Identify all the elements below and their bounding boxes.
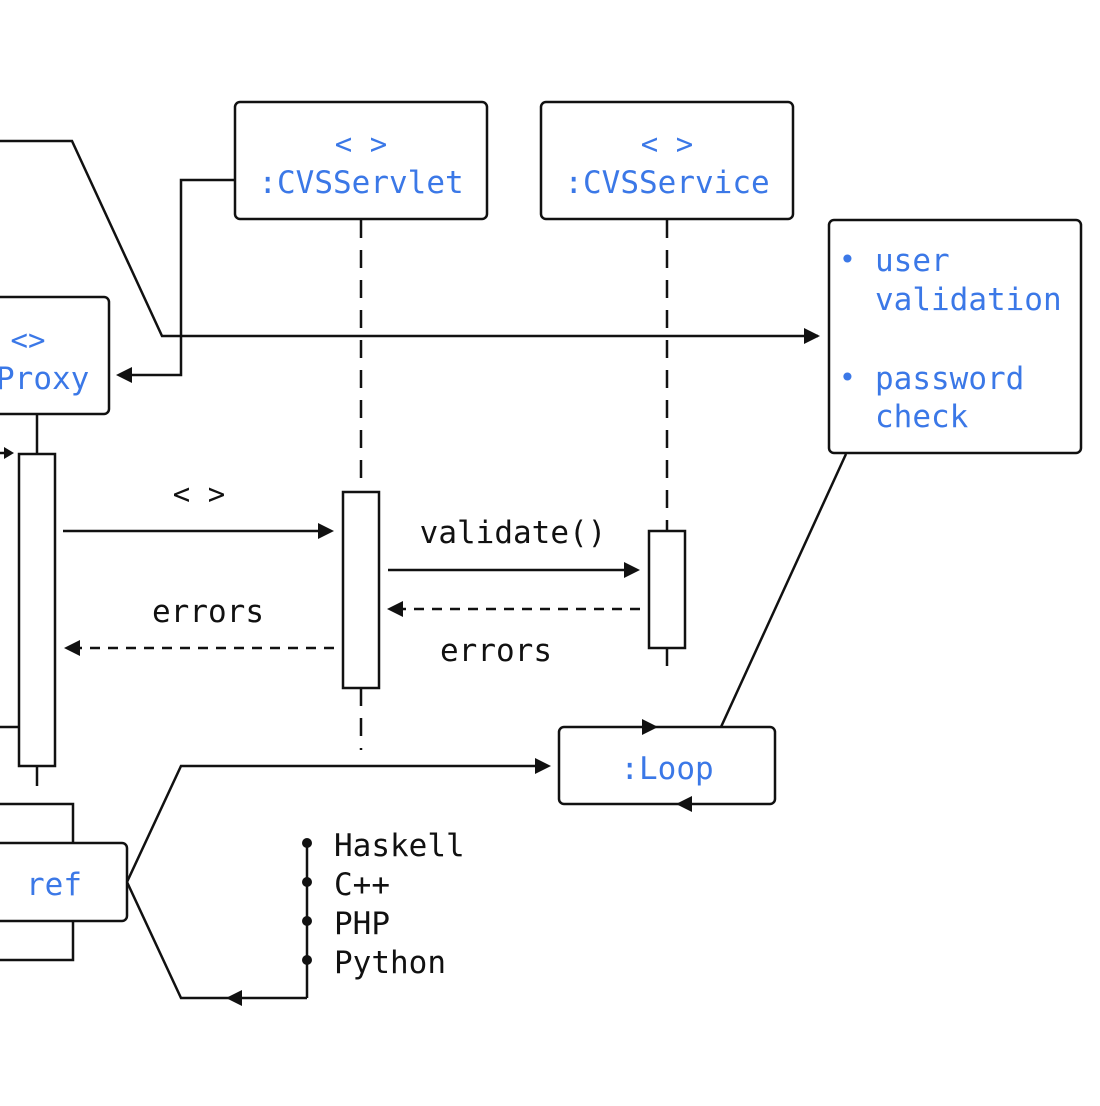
ref-loop-connector [125, 764, 538, 883]
proxy-name: Proxy [0, 361, 89, 397]
message-errors-to-servlet-label: errors [440, 633, 552, 669]
message-proxy-to-servlet: < > [63, 477, 334, 539]
languages-list: Haskell C++ PHP Python [125, 828, 465, 1006]
servlet-proxy-connector [122, 178, 234, 377]
servlet-proxy-arrowhead [116, 367, 132, 383]
language-haskell: Haskell [334, 828, 465, 864]
language-dot-php [302, 916, 312, 926]
participant-servlet[interactable]: < > :CVSServlet [233, 100, 489, 221]
note-connector-arrowhead [804, 328, 820, 344]
ref-loop-arrowhead [535, 758, 551, 774]
note-loop-connector [719, 453, 848, 728]
language-php: PHP [334, 906, 390, 942]
service-name: :CVSService [564, 165, 769, 201]
proxy-incoming-arrowhead [4, 447, 14, 459]
language-dot-cpp [302, 877, 312, 887]
servlet-stereotype: < > [335, 127, 387, 161]
language-dot-haskell [302, 838, 312, 848]
note-item-validation: validation [875, 282, 1062, 318]
language-python: Python [334, 945, 446, 981]
participant-service[interactable]: < > :CVSService [539, 100, 795, 221]
loop-frame[interactable]: :Loop [557, 719, 777, 812]
proxy-activation [17, 452, 57, 768]
message-errors-to-servlet: errors [387, 601, 640, 669]
note-bullet-2: • [839, 361, 856, 394]
note-item-check: check [875, 399, 969, 435]
proxy-stereotype: <> [11, 323, 46, 357]
note-item-password: password [875, 361, 1024, 397]
note-bullet-1: • [839, 243, 856, 276]
ref-label: ref [26, 867, 82, 903]
message-validate-label: validate() [420, 515, 607, 551]
message-proxy-to-servlet-label: < > [173, 477, 225, 511]
servlet-activation [341, 490, 381, 690]
message-errors-to-proxy: errors [64, 594, 334, 656]
language-dot-python [302, 955, 312, 965]
servlet-name: :CVSServlet [258, 165, 463, 201]
ref-frame[interactable]: ref [0, 802, 129, 962]
service-stereotype: < > [641, 127, 693, 161]
language-cpp: C++ [334, 867, 390, 903]
message-errors-to-proxy-label: errors [152, 594, 264, 630]
loop-entry-arrowhead [642, 719, 658, 735]
service-activation [647, 529, 687, 650]
validation-note[interactable]: • user validation • password check [827, 218, 1083, 455]
languages-return-line [125, 881, 307, 1000]
loop-return-arrowhead [676, 796, 692, 812]
participant-proxy[interactable]: <> Proxy [0, 295, 111, 416]
message-validate: validate() [388, 515, 640, 578]
languages-return-arrowhead [226, 990, 242, 1006]
note-item-user: user [875, 243, 950, 279]
note-connector-line [0, 139, 818, 338]
loop-label: :Loop [620, 751, 713, 787]
